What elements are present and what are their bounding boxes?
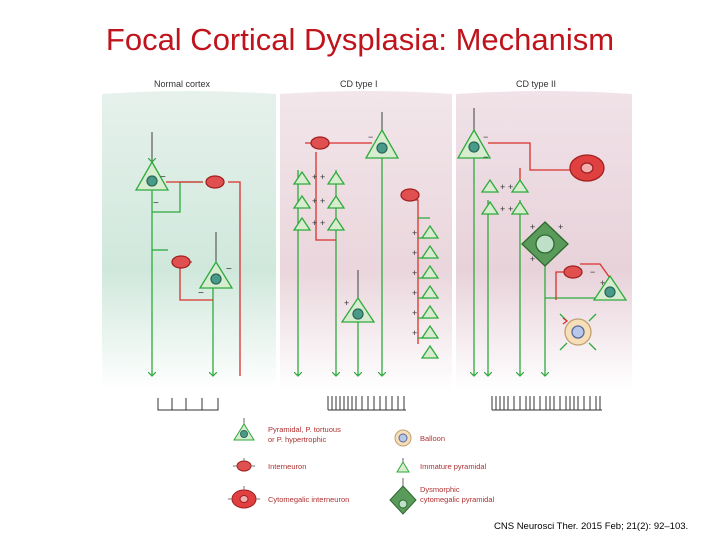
svg-text:+: + [508, 182, 513, 192]
svg-text:−: − [590, 267, 595, 277]
panel-label-normal: Normal cortex [154, 79, 211, 89]
svg-text:+: + [412, 328, 417, 338]
svg-text:+: + [312, 172, 317, 182]
legend-dysmorphic-label-1: Dysmorphic [420, 485, 460, 494]
legend-pyramidal-icon [233, 418, 255, 441]
legend: Pyramidal, P. tortuous or P. hypertrophi… [228, 418, 495, 515]
svg-text:+: + [412, 288, 417, 298]
cd-type-2-panel: ++ ++ ++ ++ −− − [456, 108, 628, 376]
svg-text:−: − [226, 264, 232, 275]
svg-text:+: + [508, 204, 513, 214]
svg-text:+: + [412, 308, 417, 318]
svg-text:+: + [500, 182, 505, 192]
spike-train-normal [157, 398, 219, 411]
cd-type-1-panel: ++ ++ ++ +++ +++ +− [292, 112, 440, 376]
svg-text:−: − [198, 288, 204, 299]
spike-train-cd2 [491, 396, 602, 411]
svg-text:+: + [320, 196, 325, 206]
legend-interneuron-icon [233, 458, 255, 472]
legend-cytomegalic-label: Cytomegalic interneuron [268, 495, 349, 504]
svg-text:+: + [600, 278, 605, 288]
panel-label-cd2: CD type II [516, 79, 556, 89]
svg-text:−: − [160, 172, 166, 183]
legend-balloon-icon [394, 429, 412, 447]
panel-label-cd1: CD type I [340, 79, 378, 89]
svg-text:+: + [558, 222, 563, 232]
citation: CNS Neurosci Ther. 2015 Feb; 21(2): 92–1… [494, 521, 689, 532]
normal-cortex-panel: − − − − [134, 132, 241, 376]
slide-title: Focal Cortical Dysplasia: Mechanism [105, 22, 615, 57]
svg-text:+: + [530, 222, 535, 232]
svg-text:−: − [368, 132, 373, 142]
svg-text:+: + [320, 172, 325, 182]
svg-text:+: + [500, 204, 505, 214]
legend-interneuron-label: Interneuron [268, 462, 306, 471]
spike-train-cd1 [327, 396, 406, 411]
legend-dysmorphic-icon [389, 478, 417, 515]
svg-text:+: + [344, 298, 349, 308]
legend-pyramidal-label-1: Pyramidal, P. tortuous [268, 425, 341, 434]
legend-balloon-label: Balloon [420, 434, 445, 443]
svg-text:+: + [530, 254, 535, 264]
svg-text:+: + [412, 228, 417, 238]
legend-pyramidal-label-2: or P. hypertrophic [268, 435, 326, 444]
svg-text:+: + [312, 218, 317, 228]
svg-text:+: + [412, 248, 417, 258]
svg-text:−: − [483, 152, 488, 162]
svg-text:−: − [153, 198, 159, 209]
svg-text:+: + [312, 196, 317, 206]
svg-text:+: + [412, 268, 417, 278]
legend-cytomegalic-icon [228, 486, 260, 509]
svg-text:−: − [483, 132, 488, 142]
legend-immature-icon [396, 458, 410, 473]
svg-text:+: + [320, 218, 325, 228]
legend-immature-label: Immature pyramidal [420, 462, 487, 471]
legend-dysmorphic-label-2: cytomegalic pyramidal [420, 495, 495, 504]
